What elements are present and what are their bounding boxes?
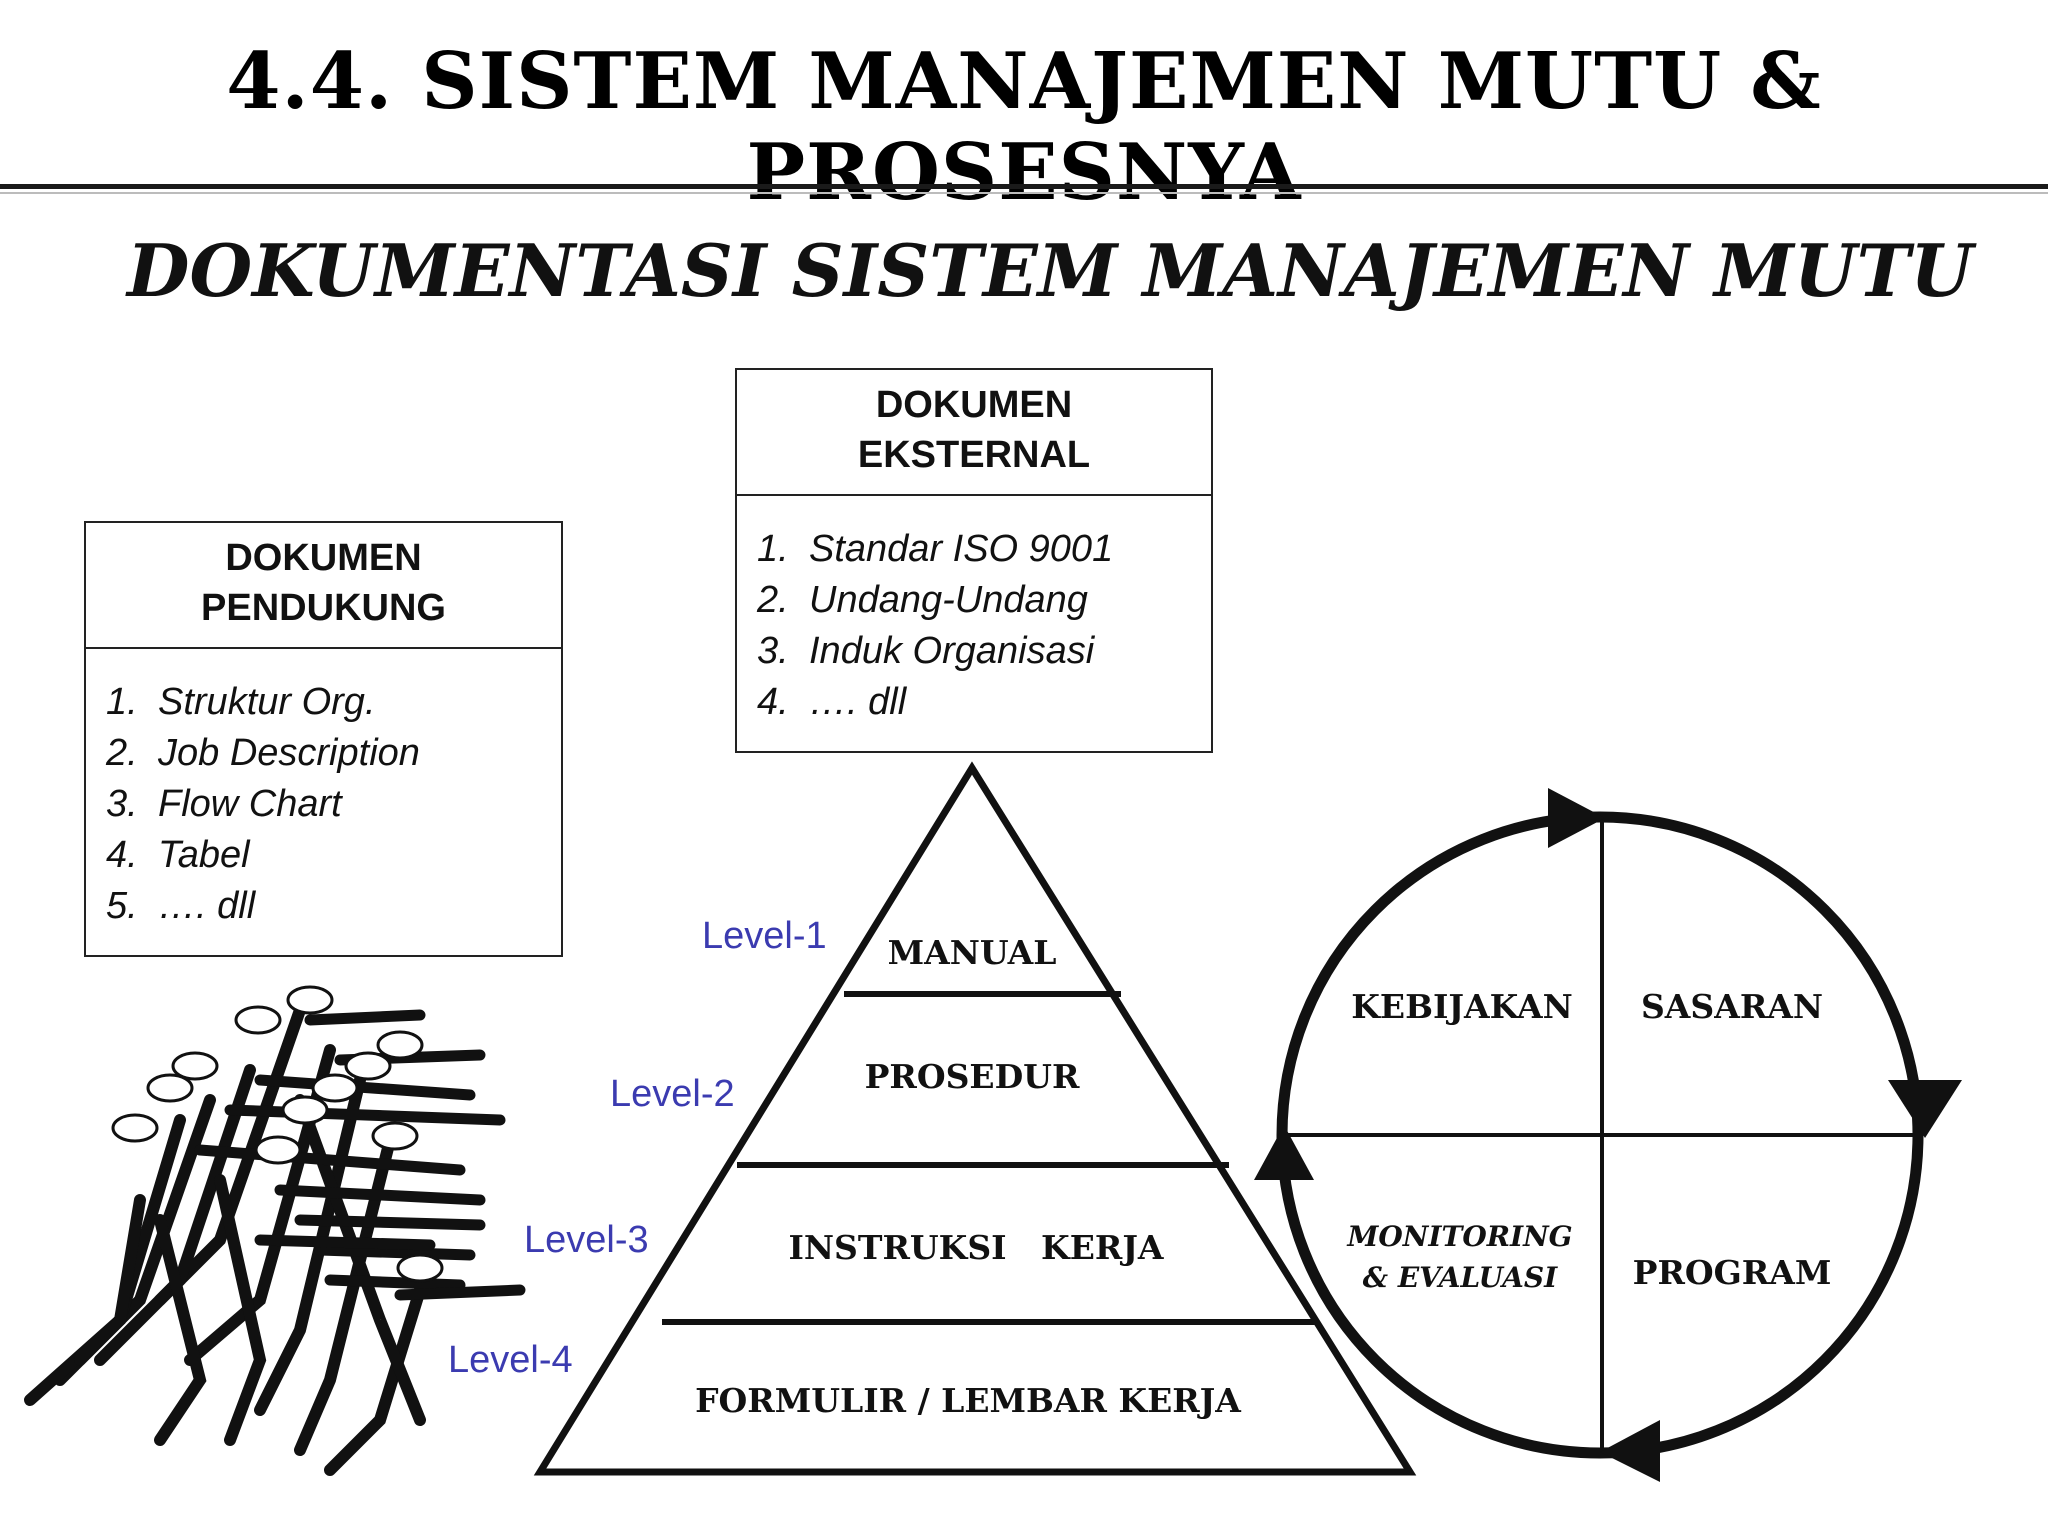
list-item: 2. Undang-Undang	[757, 575, 1211, 626]
people-pushing-icon	[24, 985, 526, 1476]
pyramid-level-1-text: MANUAL	[888, 933, 1057, 972]
list-item: 2. Job Description	[106, 728, 561, 779]
dokumen-pendukung-box: DOKUMEN PENDUKUNG 1. Struktur Org. 2. Job D…	[84, 521, 563, 957]
pyramid-level-1-label: Level-1	[702, 915, 827, 957]
list-item: 4. Tabel	[106, 830, 561, 881]
list-item-text: Undang-Undang	[809, 579, 1088, 621]
cycle-arrow-left-icon	[1254, 1125, 1314, 1180]
list-item: 5. …. dll	[106, 881, 561, 932]
cycle-monitoring-line2: & EVALUASI	[1363, 1261, 1558, 1294]
list-item-number: 2.	[106, 732, 138, 774]
pyramid-level-4-label: Level-4	[448, 1339, 573, 1381]
list-item: 1. Struktur Org.	[106, 677, 561, 728]
pyramid-level-3-label: Level-3	[524, 1219, 649, 1261]
list-item-number: 3.	[106, 783, 138, 825]
dokumen-eksternal-heading: DOKUMEN EKSTERNAL	[737, 370, 1211, 496]
list-item-text: Induk Organisasi	[809, 630, 1095, 672]
list-item: 3. Induk Organisasi	[757, 626, 1211, 677]
list-item: 3. Flow Chart	[106, 779, 561, 830]
document-pyramid: MANUAL PROSEDUR INSTRUKSI KERJA FORMULIR…	[448, 761, 1417, 1476]
management-cycle: KEBIJAKAN SASARAN MONITORING & EVALUASI …	[1254, 788, 1962, 1482]
list-item-number: 3.	[757, 630, 789, 672]
dokumen-pendukung-list: 1. Struktur Org. 2. Job Description 3. Flow C…	[86, 649, 561, 938]
dokumen-pendukung-heading: DOKUMEN PENDUKUNG	[86, 523, 561, 649]
list-item-number: 2.	[757, 579, 789, 621]
pyramid-level-2-label: Level-2	[610, 1073, 735, 1115]
list-item-number: 1.	[757, 528, 789, 570]
list-item-text: Standar ISO 9001	[809, 528, 1114, 570]
list-item-number: 4.	[106, 834, 138, 876]
dokumen-eksternal-box: DOKUMEN EKSTERNAL 1. Standar ISO 9001 2. Un…	[735, 368, 1213, 753]
cycle-arrow-top-icon	[1548, 788, 1605, 848]
title-divider	[0, 184, 2048, 189]
page-title: 4.4. SISTEM MANAJEMEN MUTU & PROSESNYA	[226, 36, 1822, 218]
list-item-number: 4.	[757, 681, 789, 723]
list-item-text: Struktur Org.	[158, 681, 376, 723]
title-divider-shadow	[0, 192, 2048, 194]
pyramid-level-3-text: INSTRUKSI KERJA	[788, 1228, 1163, 1267]
list-item-text: Job Description	[158, 732, 420, 774]
cycle-monitoring-line1: MONITORING	[1346, 1220, 1572, 1253]
list-item: 1. Standar ISO 9001	[757, 524, 1211, 575]
dokumen-eksternal-list: 1. Standar ISO 9001 2. Undang-Undang 3. Induk…	[737, 496, 1211, 734]
cycle-kebijakan: KEBIJAKAN	[1351, 987, 1573, 1026]
dokumen-eksternal-heading-line2: EKSTERNAL	[857, 434, 1091, 476]
list-item-number: 1.	[106, 681, 138, 723]
page-subtitle: DOKUMENTASI SISTEM MANAJEMEN MUTU	[127, 228, 1973, 313]
cycle-arrow-bottom-icon	[1600, 1420, 1660, 1482]
list-item-text: Tabel	[158, 834, 250, 876]
list-item-text: …. dll	[809, 681, 907, 723]
list-item: 4. …. dll	[757, 677, 1211, 728]
pyramid-level-2-text: PROSEDUR	[865, 1057, 1080, 1096]
pyramid-outline	[533, 761, 1417, 1476]
cycle-arrow-right-icon	[1888, 1080, 1962, 1138]
dokumen-pendukung-heading-line2: PENDUKUNG	[201, 587, 446, 629]
pyramid-level-4-text: FORMULIR / LEMBAR KERJA	[695, 1381, 1241, 1420]
list-item-text: Flow Chart	[158, 783, 342, 825]
list-item-number: 5.	[106, 885, 138, 927]
cycle-program: PROGRAM	[1633, 1253, 1832, 1292]
dokumen-eksternal-heading-line1: DOKUMEN	[875, 384, 1073, 426]
list-item-text: …. dll	[158, 885, 256, 927]
cycle-sasaran: SASARAN	[1641, 987, 1823, 1026]
dokumen-pendukung-heading-line1: DOKUMEN	[225, 537, 422, 579]
